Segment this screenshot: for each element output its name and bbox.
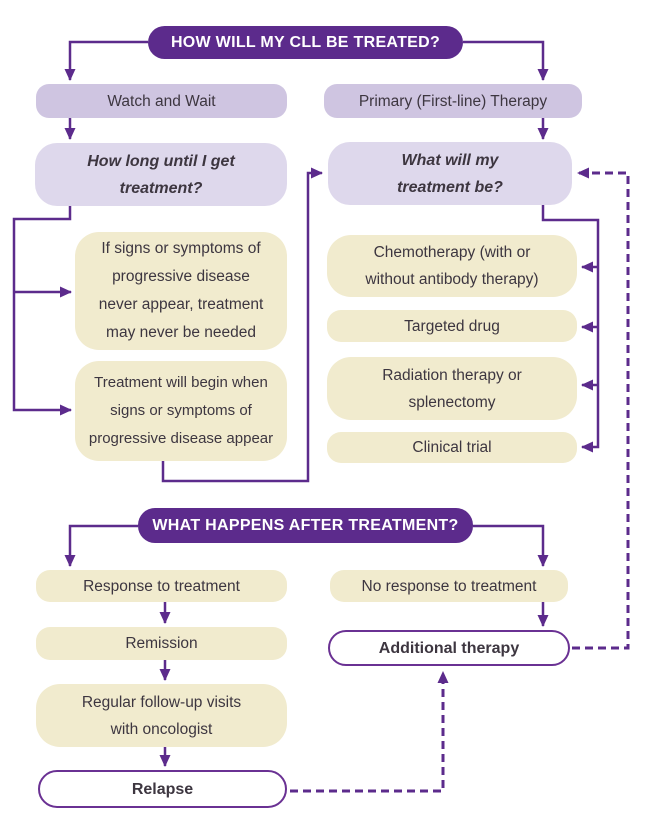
box-watch-and-wait: Watch and Wait	[36, 84, 287, 118]
arrow-header2-to-response	[64, 524, 138, 567]
box-option-targeted-drug: Targeted drug	[327, 310, 577, 342]
section1-header: HOW WILL MY CLL BE TREATED?	[148, 26, 463, 59]
box-outcome-signs: Treatment will begin when signs or sympt…	[75, 361, 287, 461]
box-question-how-long: How long until I get treatment?	[35, 143, 287, 206]
arrow-outcome2-to-question-right	[161, 167, 323, 483]
box-relapse: Relapse	[38, 770, 287, 808]
box-question-what-treatment: What will my treatment be?	[328, 142, 572, 205]
box-remission: Remission	[36, 627, 287, 660]
box-response: Response to treatment	[36, 570, 287, 602]
arrow-header1-to-watch-wait	[64, 40, 148, 81]
box-no-response: No response to treatment	[330, 570, 568, 602]
box-option-clinical-trial: Clinical trial	[327, 432, 577, 463]
box-follow-up: Regular follow-up visits with oncologist	[36, 684, 287, 747]
dashed-arrow-additional-to-question-right	[572, 167, 630, 650]
box-primary-therapy: Primary (First-line) Therapy	[324, 84, 582, 118]
dashed-arrow-relapse-to-additional	[290, 671, 449, 793]
arrow-header1-to-primary	[463, 40, 549, 81]
arrow-question-right-to-clinical-trial	[541, 205, 600, 453]
box-option-radiation: Radiation therapy or splenectomy	[327, 357, 577, 420]
box-option-chemotherapy: Chemotherapy (with or without antibody t…	[327, 235, 577, 297]
box-additional-therapy: Additional therapy	[328, 630, 570, 666]
box-outcome-no-signs: If signs or symptoms of progressive dise…	[75, 232, 287, 350]
arrow-header2-to-no-response	[473, 524, 549, 567]
arrow-question-to-outcome2	[12, 206, 72, 416]
section2-header: WHAT HAPPENS AFTER TREATMENT?	[138, 508, 473, 543]
